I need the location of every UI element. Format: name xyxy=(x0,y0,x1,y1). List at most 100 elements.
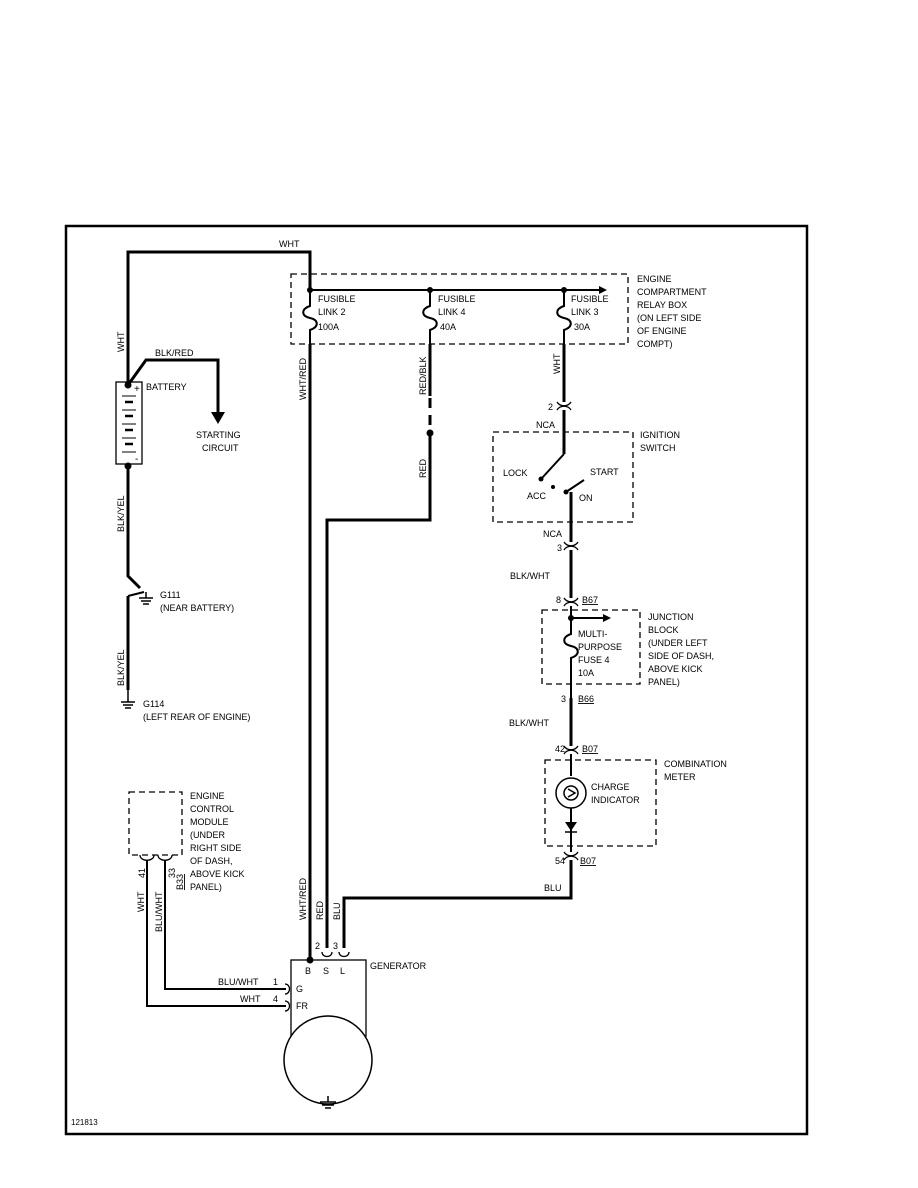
svg-text:LINK 2: LINK 2 xyxy=(318,307,346,317)
multi-purpose-fuse-4: MULTI- PURPOSE FUSE 4 10A xyxy=(563,618,622,698)
wire-label-red: RED xyxy=(418,458,428,478)
wire-label-to-g: BLU/WHT xyxy=(218,977,259,987)
svg-text:10A: 10A xyxy=(578,668,594,678)
wire-ecm-41-wht xyxy=(146,860,286,1007)
gen-pin-fr: 4 xyxy=(273,994,278,1004)
svg-text:RIGHT SIDE: RIGHT SIDE xyxy=(190,843,241,853)
svg-text:PANEL): PANEL) xyxy=(190,882,222,892)
diode-icon xyxy=(565,822,577,833)
bus-arrow xyxy=(599,286,607,294)
svg-text:COMPARTMENT: COMPARTMENT xyxy=(637,287,707,297)
wire-label-to-fr: WHT xyxy=(240,994,261,1004)
wire-label-battery-wht: WHT xyxy=(116,331,126,352)
svg-text:JUNCTION: JUNCTION xyxy=(648,612,694,622)
svg-text:PANEL): PANEL) xyxy=(648,677,680,687)
ecm-pin-41: 41 xyxy=(137,868,147,878)
connector-2-icon xyxy=(556,401,572,411)
svg-text:30A: 30A xyxy=(574,322,590,332)
wire-ecm-33-blu-wht xyxy=(164,860,286,990)
wire-generator-s xyxy=(325,433,432,948)
ign-start: START xyxy=(590,467,619,477)
svg-text:RELAY BOX: RELAY BOX xyxy=(637,300,687,310)
ecm-connector-icon xyxy=(139,854,173,861)
wire-label-ecm-blu-wht: BLU/WHT xyxy=(154,891,164,932)
ecm-box xyxy=(128,791,183,856)
generator-ground-icon xyxy=(320,1096,336,1109)
wire-label-blk-yel-2: BLK/YEL xyxy=(116,649,126,686)
g114-label: G114 xyxy=(143,699,164,709)
svg-text:(UNDER LEFT: (UNDER LEFT xyxy=(648,638,708,648)
gen-pin-l: 3 xyxy=(333,941,338,951)
svg-text:ENGINE: ENGINE xyxy=(190,791,225,801)
wire-label-gen-wht-red: WHT/RED xyxy=(298,878,308,920)
junction-block-box xyxy=(541,609,641,685)
wire-top-wht xyxy=(126,250,312,385)
wire-label-blk-yel-1: BLK/YEL xyxy=(116,495,126,532)
svg-text:PURPOSE: PURPOSE xyxy=(578,642,622,652)
wire-label-ecm-wht: WHT xyxy=(136,891,146,912)
svg-text:MULTI-: MULTI- xyxy=(578,629,607,639)
ecm-label: ENGINE CONTROL MODULE (UNDER RIGHT SIDE … xyxy=(190,791,245,892)
gen-term-g: G xyxy=(296,984,303,994)
jb-conn-bottom: B66 xyxy=(578,694,594,704)
charge-indicator-label-2: INDICATOR xyxy=(591,795,640,805)
wire-label-blu: BLU xyxy=(544,883,562,893)
jb-conn-top: B67 xyxy=(582,595,598,605)
gen-term-s: S xyxy=(323,966,329,976)
gen-term-l: L xyxy=(340,966,345,976)
wire-battery-ground xyxy=(126,466,142,590)
charge-indicator-label-1: CHARGE xyxy=(591,782,630,792)
meter-pin-bottom: 54 xyxy=(555,856,565,866)
ign-lock: LOCK xyxy=(503,468,528,478)
g111-location: (NEAR BATTERY) xyxy=(160,603,234,613)
svg-text:ABOVE KICK: ABOVE KICK xyxy=(648,664,703,674)
generator-body xyxy=(283,1015,373,1105)
svg-text:FUSIBLE: FUSIBLE xyxy=(571,294,609,304)
wire-label-blk-wht-2: BLK/WHT xyxy=(509,718,550,728)
wire-label-gen-blu: BLU xyxy=(332,902,342,920)
wire-label-red-blk: RED/BLK xyxy=(418,356,428,395)
ignition-switch-box xyxy=(492,431,634,523)
svg-text:ENGINE: ENGINE xyxy=(637,274,672,284)
wire-label-blk-red: BLK/RED xyxy=(155,348,194,358)
wire-label-blk-wht-1: BLK/WHT xyxy=(510,571,551,581)
svg-text:(ON LEFT SIDE: (ON LEFT SIDE xyxy=(637,313,701,323)
generator-label: GENERATOR xyxy=(370,961,427,971)
svg-text:+: + xyxy=(134,384,140,395)
battery: + - xyxy=(115,381,143,465)
svg-text:FUSIBLE: FUSIBLE xyxy=(438,294,476,304)
figure-id: 121813 xyxy=(71,1118,98,1127)
svg-text:COMPT): COMPT) xyxy=(637,339,673,349)
jb-bus-arrow xyxy=(603,614,611,622)
meter-pin-top: 42 xyxy=(555,744,565,754)
fusible-link-2: FUSIBLE LINK 2 100A xyxy=(302,290,356,344)
g111-ground-icon xyxy=(139,592,153,605)
svg-text:CONTROL: CONTROL xyxy=(190,804,234,814)
battery-label: BATTERY xyxy=(146,382,187,392)
connector-b07-bottom-icon xyxy=(563,851,579,861)
generator-g-fr-connector-icon xyxy=(284,983,291,1012)
svg-text:FUSE 4: FUSE 4 xyxy=(578,655,610,665)
relay-box-label: ENGINE COMPARTMENT RELAY BOX (ON LEFT SI… xyxy=(637,274,707,349)
ignition-switch-label-1: IGNITION xyxy=(640,430,680,440)
gen-term-b: B xyxy=(305,966,311,976)
svg-text:SIDE OF DASH,: SIDE OF DASH, xyxy=(648,651,714,661)
g114-ground-icon xyxy=(121,690,135,709)
ign-acc: ACC xyxy=(527,491,547,501)
ign-on: ON xyxy=(579,493,593,503)
ecm-pin-33: 33 xyxy=(167,868,177,878)
connector-b67-icon xyxy=(563,597,579,607)
svg-text:FUSIBLE: FUSIBLE xyxy=(318,294,356,304)
fusible-link-4: FUSIBLE LINK 4 40A xyxy=(422,290,476,344)
ign-pin-bottom: 3 xyxy=(557,543,562,553)
wire-meter-to-generator xyxy=(342,860,573,948)
svg-text:100A: 100A xyxy=(318,322,339,332)
jb-pin-bottom: 3 xyxy=(561,694,566,704)
gen-term-fr: FR xyxy=(296,1001,308,1011)
connector-b07-top-icon xyxy=(563,745,579,755)
starting-circuit-label-1: STARTING xyxy=(196,430,241,440)
ignition-switch-label-2: SWITCH xyxy=(640,443,676,453)
ign-nca-top: NCA xyxy=(536,420,555,430)
fusible-link-3: FUSIBLE LINK 3 30A xyxy=(556,290,609,344)
meter-label-2: METER xyxy=(664,772,696,782)
